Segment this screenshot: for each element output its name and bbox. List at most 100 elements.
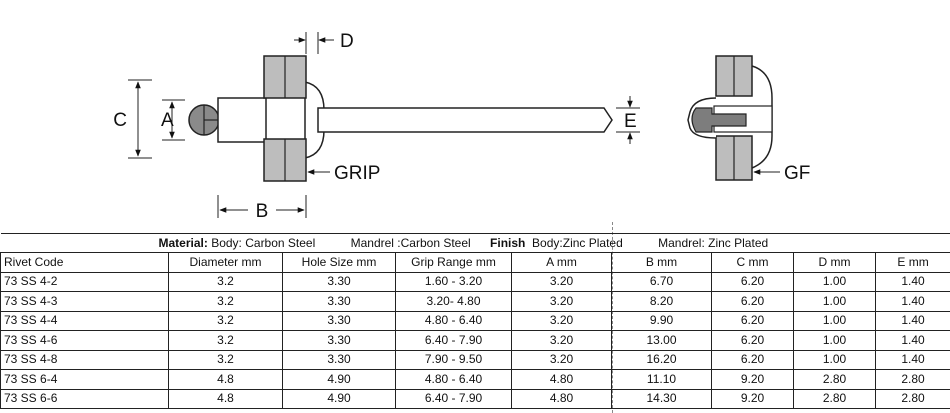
rivet-code-cell: 73 SS 4-3	[0, 291, 169, 312]
material-spec-row: Material: Body: Carbon Steel Mandrel :Ca…	[0, 233, 950, 253]
table-cell: 3.20	[511, 310, 612, 331]
table-cell: 1.40	[874, 271, 950, 292]
table-cell: 16.20	[611, 349, 712, 370]
table-cell: 9.90	[611, 310, 712, 331]
rivet-code-cell: 73 SS 4-6	[0, 330, 169, 351]
rivet-code-cell: 73 SS 6-4	[0, 369, 169, 390]
table-cell: 3.30	[282, 330, 396, 351]
label-c: C	[113, 110, 127, 131]
label-d: D	[340, 31, 354, 52]
table-cell: 7.90 - 9.50	[395, 349, 512, 370]
material-mandrel: Mandrel :Carbon Steel	[350, 235, 471, 250]
table-cell: 13.00	[611, 330, 712, 351]
table-cell: 4.80 - 6.40	[395, 310, 512, 331]
installed-mandrel-head	[691, 107, 747, 133]
table-cell: 6.20	[711, 310, 794, 331]
table-cell: 3.30	[282, 271, 396, 292]
material-label: Material:	[158, 235, 208, 250]
finish-label: Finish	[490, 235, 526, 250]
col-header: Rivet Code	[0, 252, 169, 273]
table-cell: 4.80	[511, 388, 612, 409]
table-cell: 11.10	[611, 369, 712, 390]
table-cell: 6.40 - 7.90	[395, 388, 512, 409]
rivet-spec-table: Material: Body: Carbon Steel Mandrel :Ca…	[0, 233, 950, 409]
table-cell: 2.80	[793, 369, 876, 390]
material-spec: Material: Body: Carbon Steel Mandrel :Ca…	[1, 235, 785, 252]
rivet-installed-view: GF	[687, 55, 810, 184]
table-cell: 2.80	[874, 388, 950, 409]
table-cell: 3.20- 4.80	[395, 291, 512, 312]
table-cell: 2.80	[874, 369, 950, 390]
label-grip-left: GRIP	[334, 163, 380, 184]
table-cell: 2.80	[793, 388, 876, 409]
table-cell: 3.2	[168, 330, 283, 351]
table-cell: 3.2	[168, 291, 283, 312]
table-cell: 3.20	[511, 330, 612, 351]
rivet-side-view: C A D B GRIP E	[113, 31, 640, 222]
table-cell: 3.2	[168, 271, 283, 292]
table-cell: 4.80	[511, 369, 612, 390]
label-b: B	[256, 201, 269, 222]
rivet-body	[217, 97, 267, 143]
table-cell: 14.30	[611, 388, 712, 409]
mandrel-shaft	[317, 107, 613, 133]
rivet-code-cell: 73 SS 4-2	[0, 271, 169, 292]
table-cell: 4.90	[282, 369, 396, 390]
label-grip-right: GF	[784, 163, 810, 184]
label-a: A	[161, 110, 174, 131]
col-header: D mm	[793, 252, 876, 273]
table-cell: 3.2	[168, 310, 283, 331]
finish-mandrel: Mandrel: Zinc Plated	[658, 235, 769, 250]
rivet-code-cell: 73 SS 6-6	[0, 388, 169, 409]
table-cell: 6.20	[711, 330, 794, 351]
rivet-code-cell: 73 SS 4-4	[0, 310, 169, 331]
table-cell: 4.8	[168, 369, 283, 390]
table-header-row: Rivet Code Diameter mm Hole Size mm Grip…	[0, 252, 950, 273]
table-cell: 6.40 - 7.90	[395, 330, 512, 351]
table-cell: 1.40	[874, 330, 950, 351]
table-cell: 1.40	[874, 291, 950, 312]
col-header: Hole Size mm	[282, 252, 396, 273]
table-cell: 9.20	[711, 369, 794, 390]
col-header: E mm	[874, 252, 950, 273]
label-e: E	[624, 111, 637, 132]
table-cell: 9.20	[711, 388, 794, 409]
table-cell: 1.40	[874, 349, 950, 370]
table-cell: 1.00	[793, 349, 876, 370]
table-cell: 1.00	[793, 330, 876, 351]
table-cell: 1.00	[793, 310, 876, 331]
col-header: A mm	[511, 252, 612, 273]
table-cell: 1.40	[874, 310, 950, 331]
col-header: B mm	[611, 252, 712, 273]
table-cell: 4.80 - 6.40	[395, 369, 512, 390]
table-cell: 4.8	[168, 388, 283, 409]
table-cell: 3.20	[511, 291, 612, 312]
table-cell: 6.20	[711, 291, 794, 312]
table-cell: 8.20	[611, 291, 712, 312]
table-cell: 3.30	[282, 291, 396, 312]
table-cell: 1.00	[793, 291, 876, 312]
table-cell: 3.20	[511, 271, 612, 292]
table-cell: 3.2	[168, 349, 283, 370]
table-cell: 1.00	[793, 271, 876, 292]
table-cell: 3.20	[511, 349, 612, 370]
col-header: C mm	[711, 252, 794, 273]
rivet-code-cell: 73 SS 4-8	[0, 349, 169, 370]
rivet-diagram: C A D B GRIP E GF	[113, 31, 810, 222]
material-body: Body: Carbon Steel	[211, 235, 316, 250]
table-cell: 3.30	[282, 349, 396, 370]
table-cell: 1.60 - 3.20	[395, 271, 512, 292]
table-cell: 6.20	[711, 271, 794, 292]
table-cell: 6.20	[711, 349, 794, 370]
finish-body: Body:Zinc Plated	[532, 235, 623, 250]
col-header: Grip Range mm	[395, 252, 512, 273]
col-header: Diameter mm	[168, 252, 283, 273]
table-cell: 6.70	[611, 271, 712, 292]
table-cell: 3.30	[282, 310, 396, 331]
